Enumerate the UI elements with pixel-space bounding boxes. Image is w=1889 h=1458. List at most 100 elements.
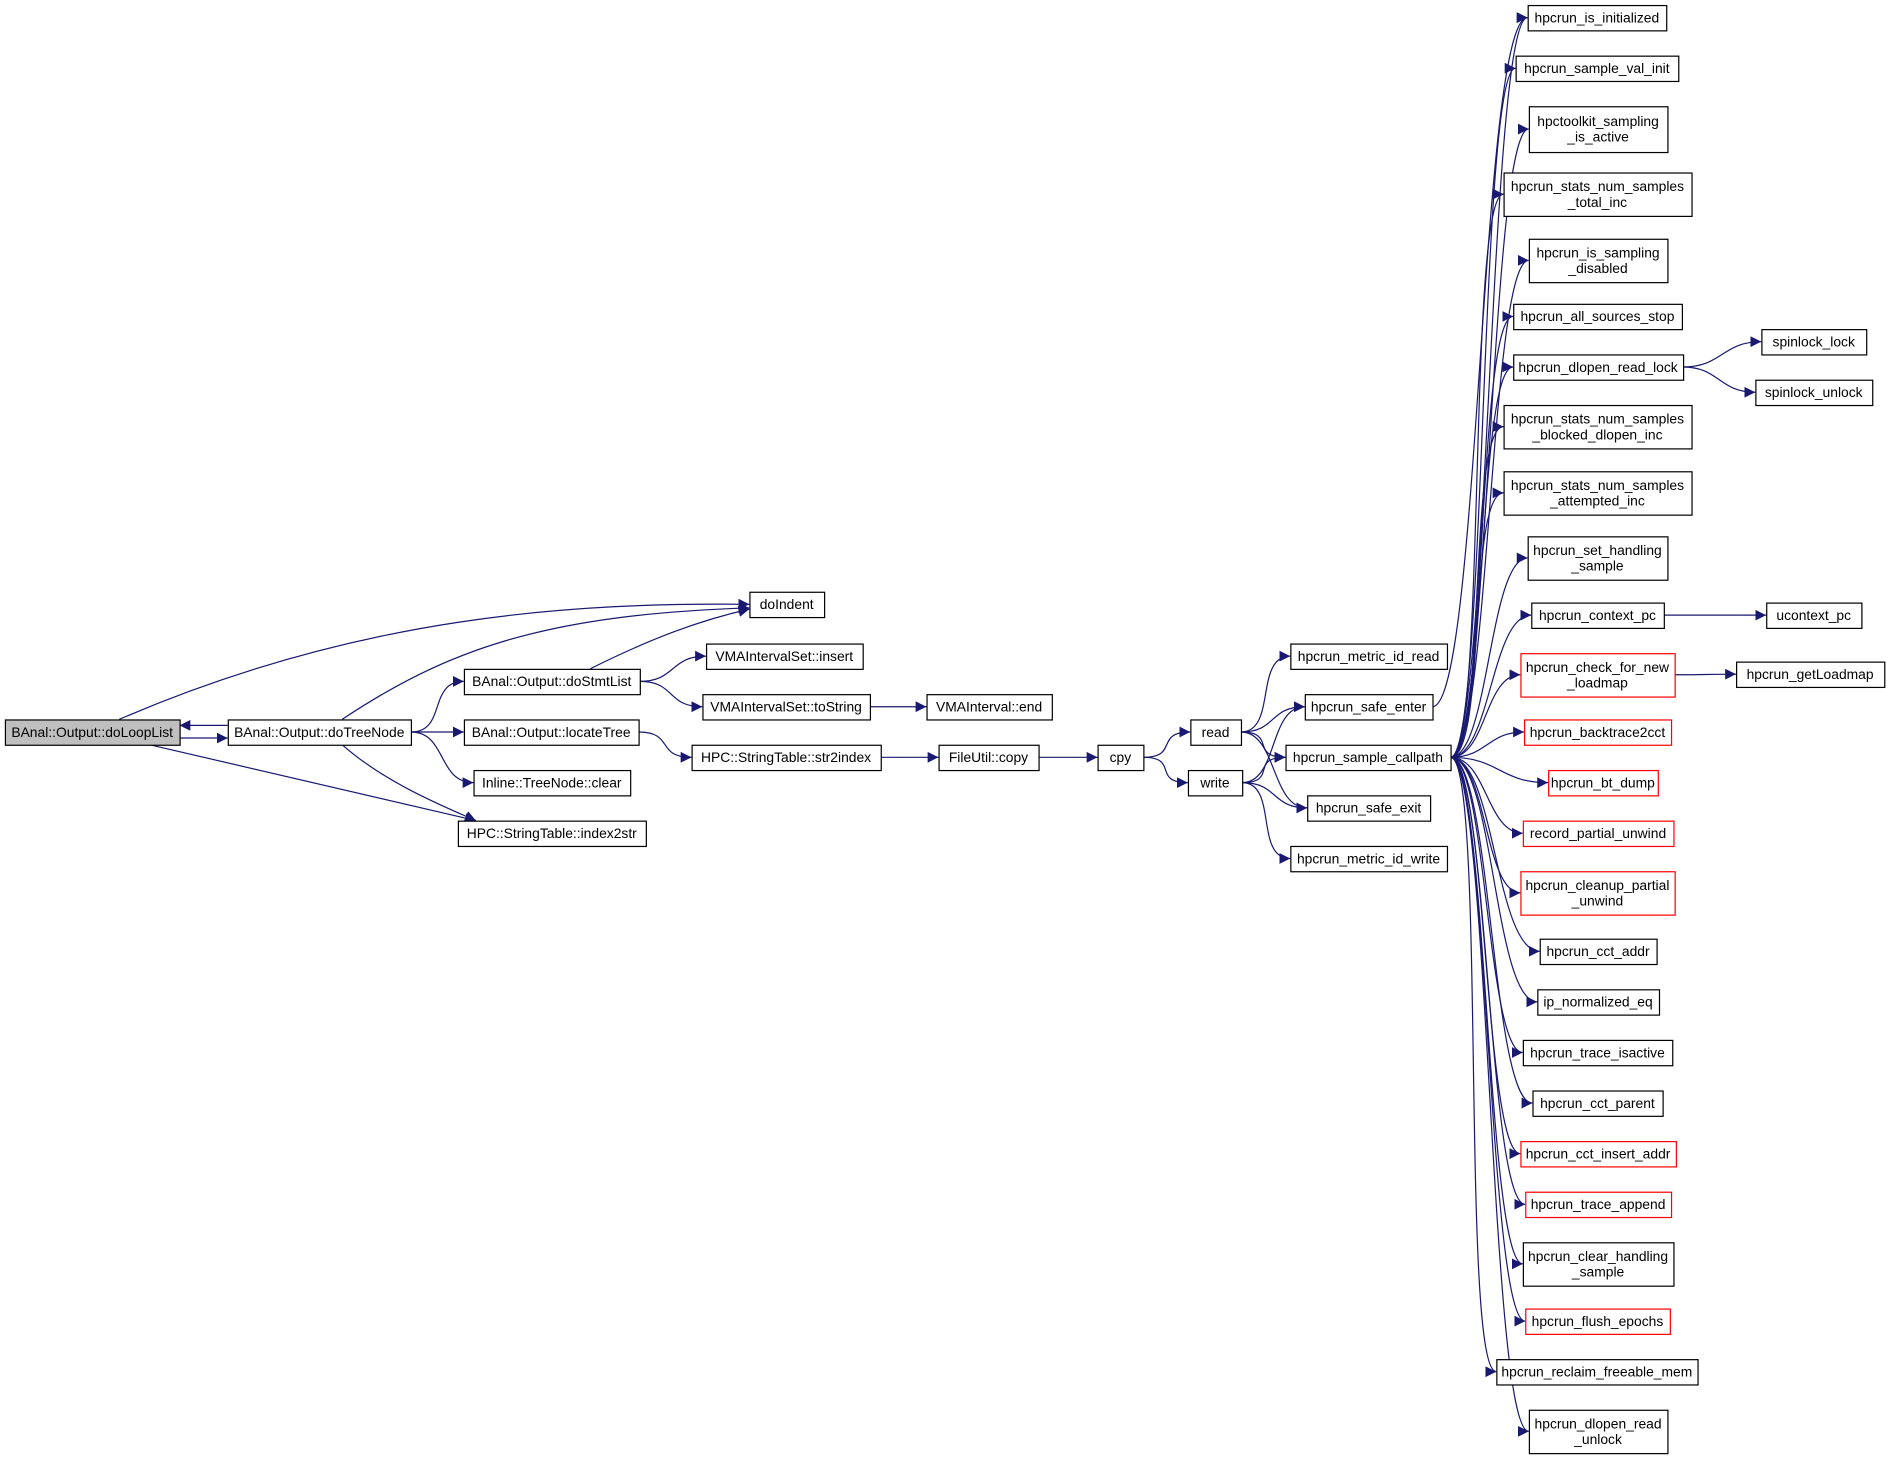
node-write[interactable]: write bbox=[1187, 769, 1244, 797]
node-label-line: BAnal::Output::doLoopList bbox=[11, 724, 173, 740]
node-sampling-active[interactable]: hpctoolkit_sampling_is_active bbox=[1528, 106, 1669, 154]
node-spin-unlock[interactable]: spinlock_unlock bbox=[1755, 379, 1874, 407]
node-label-line: hpcrun_metric_id_read bbox=[1298, 648, 1440, 664]
node-trace-isactive[interactable]: hpcrun_trace_isactive bbox=[1522, 1039, 1674, 1067]
node-index2str[interactable]: HPC::StringTable::index2str bbox=[457, 820, 647, 848]
node-clear-handling[interactable]: hpcrun_clear_handling_sample bbox=[1522, 1242, 1675, 1287]
node-safe-enter[interactable]: hpcrun_safe_enter bbox=[1304, 694, 1434, 721]
edge-write-to-safe-exit bbox=[1242, 782, 1308, 814]
node-total-inc[interactable]: hpcrun_stats_num_samples_total_inc bbox=[1503, 172, 1693, 217]
node-ip-eq[interactable]: ip_normalized_eq bbox=[1537, 989, 1661, 1016]
edge-locate-tree-to-str2index bbox=[638, 731, 692, 763]
node-trace-append[interactable]: hpcrun_trace_append bbox=[1525, 1191, 1673, 1219]
edge-sample-callpath-to-attempted-inc bbox=[1450, 487, 1504, 758]
node-metric-read[interactable]: hpcrun_metric_id_read bbox=[1290, 643, 1449, 670]
node-cpy[interactable]: cpy bbox=[1097, 744, 1145, 772]
node-sample-callpath[interactable]: hpcrun_sample_callpath bbox=[1285, 744, 1452, 772]
node-tree-clear[interactable]: Inline::TreeNode::clear bbox=[473, 769, 632, 797]
node-ucontext-pc[interactable]: ucontext_pc bbox=[1766, 602, 1863, 630]
node-label-line: HPC::StringTable::str2index bbox=[701, 749, 871, 765]
node-bt-dump[interactable]: hpcrun_bt_dump bbox=[1548, 769, 1659, 797]
node-box bbox=[1190, 719, 1243, 746]
node-check-loadmap[interactable]: hpcrun_check_for_new_loadmap bbox=[1520, 653, 1676, 698]
node-label-line: Inline::TreeNode::clear bbox=[482, 774, 622, 790]
node-label-line: hpcrun_clear_handling bbox=[1528, 1248, 1668, 1264]
node-vma-end[interactable]: VMAInterval::end bbox=[926, 694, 1053, 721]
nodes-layer: BAnal::Output::doLoopList BAnal::Output::… bbox=[4, 4, 1886, 1455]
node-label: hpcrun_cct_parent bbox=[1540, 1095, 1655, 1111]
node-cct-parent[interactable]: hpcrun_cct_parent bbox=[1532, 1090, 1664, 1117]
node-label-line: hpcrun_sample_callpath bbox=[1293, 749, 1443, 765]
node-safe-exit[interactable]: hpcrun_safe_exit bbox=[1307, 795, 1432, 822]
node-str2index[interactable]: HPC::StringTable::str2index bbox=[691, 744, 882, 772]
node-reclaim-mem[interactable]: hpcrun_reclaim_freeable_mem bbox=[1496, 1359, 1699, 1386]
node-cleanup-partial[interactable]: hpcrun_cleanup_partial_unwind bbox=[1520, 871, 1676, 916]
node-label: hpcrun_clear_handling_sample bbox=[1528, 1248, 1668, 1280]
node-box bbox=[705, 643, 864, 670]
node-is-init[interactable]: hpcrun_is_initialized bbox=[1527, 4, 1668, 32]
node-sample-val-init[interactable]: hpcrun_sample_val_init bbox=[1515, 55, 1680, 83]
node-label: hpcrun_sample_callpath bbox=[1293, 749, 1443, 765]
node-cct-insert[interactable]: hpcrun_cct_insert_addr bbox=[1520, 1141, 1677, 1168]
node-label-line: ip_normalized_eq bbox=[1543, 994, 1652, 1010]
node-get-loadmap[interactable]: hpcrun_getLoadmap bbox=[1736, 661, 1886, 689]
node-label-line: hpcrun_dlopen_read bbox=[1535, 1415, 1662, 1431]
node-label: BAnal::Output::doTreeNode bbox=[234, 724, 405, 740]
edge-read-to-safe-enter bbox=[1240, 701, 1305, 733]
node-label: hpcrun_is_initialized bbox=[1535, 9, 1660, 25]
edge-sample-callpath-to-blocked-inc bbox=[1450, 421, 1504, 758]
node-set-handling[interactable]: hpcrun_set_handling_sample bbox=[1527, 536, 1669, 581]
node-dlopen-lock[interactable]: hpcrun_dlopen_read_lock bbox=[1513, 354, 1685, 381]
node-sources-stop[interactable]: hpcrun_all_sources_stop bbox=[1513, 303, 1683, 331]
node-box bbox=[1187, 769, 1244, 797]
node-box bbox=[1736, 661, 1886, 689]
edge-do-loop-list-to-index2str bbox=[149, 744, 477, 824]
node-context-pc[interactable]: hpcrun_context_pc bbox=[1531, 602, 1665, 630]
node-flush-epochs[interactable]: hpcrun_flush_epochs bbox=[1525, 1308, 1671, 1335]
node-label-line: hpcrun_cct_parent bbox=[1540, 1095, 1655, 1111]
node-do-stmt-list[interactable]: BAnal::Output::doStmtList bbox=[463, 668, 641, 696]
edge-cpy-to-write bbox=[1143, 756, 1188, 789]
node-sampling-disabled[interactable]: hpcrun_is_sampling_disabled bbox=[1528, 238, 1669, 284]
edge-sample-callpath-to-total-inc bbox=[1450, 188, 1504, 758]
node-box bbox=[691, 744, 882, 772]
node-label: hpcrun_dlopen_read_lock bbox=[1518, 359, 1677, 375]
node-box bbox=[1520, 871, 1676, 916]
node-backtrace2cct[interactable]: hpcrun_backtrace2cct bbox=[1523, 719, 1673, 746]
node-do-tree-node[interactable]: BAnal::Output::doTreeNode bbox=[227, 719, 413, 746]
node-blocked-inc[interactable]: hpcrun_stats_num_samples_blocked_dlopen_… bbox=[1503, 404, 1693, 450]
node-label: BAnal::Output::locateTree bbox=[472, 724, 631, 740]
edge-sample-callpath-to-cct-addr bbox=[1450, 756, 1540, 957]
node-metric-write[interactable]: hpcrun_metric_id_write bbox=[1290, 845, 1449, 873]
node-label: VMAInterval::end bbox=[936, 699, 1042, 715]
node-vma-insert[interactable]: VMAIntervalSet::insert bbox=[705, 643, 864, 670]
node-dlopen-unlock[interactable]: hpcrun_dlopen_read_unlock bbox=[1528, 1409, 1669, 1455]
node-attempted-inc[interactable]: hpcrun_stats_num_samples_attempted_inc bbox=[1503, 471, 1693, 516]
node-box bbox=[1503, 471, 1693, 516]
node-box bbox=[1527, 4, 1668, 32]
node-label: hpcrun_getLoadmap bbox=[1747, 666, 1874, 682]
node-box bbox=[1532, 1090, 1664, 1117]
node-vma-to-string[interactable]: VMAIntervalSet::toString bbox=[702, 694, 872, 721]
node-do-loop-list[interactable]: BAnal::Output::doLoopList bbox=[4, 719, 181, 746]
node-label: hpcrun_set_handling_sample bbox=[1533, 542, 1662, 574]
node-label-line: hpcrun_all_sources_stop bbox=[1520, 308, 1674, 324]
node-record-partial[interactable]: record_partial_unwind bbox=[1522, 820, 1675, 848]
node-label: spinlock_lock bbox=[1773, 334, 1855, 350]
edge-sample-callpath-to-cct-parent bbox=[1450, 756, 1533, 1109]
node-label: hpcrun_sample_val_init bbox=[1524, 60, 1670, 76]
node-box bbox=[1307, 795, 1432, 822]
node-label-line: BAnal::Output::doTreeNode bbox=[234, 724, 405, 740]
node-box bbox=[749, 591, 826, 619]
node-do-indent[interactable]: doIndent bbox=[749, 591, 826, 619]
node-spin-lock[interactable]: spinlock_lock bbox=[1761, 329, 1868, 356]
node-cct-addr[interactable]: hpcrun_cct_addr bbox=[1539, 938, 1658, 966]
node-label: BAnal::Output::doStmtList bbox=[472, 673, 631, 689]
node-label: hpcrun_trace_isactive bbox=[1530, 1044, 1665, 1060]
edge-sample-callpath-to-trace-isactive bbox=[1450, 756, 1523, 1058]
node-locate-tree[interactable]: BAnal::Output::locateTree bbox=[463, 719, 640, 746]
edge-do-stmt-list-to-vma-insert bbox=[639, 650, 706, 683]
node-file-copy[interactable]: FileUtil::copy bbox=[938, 744, 1040, 772]
node-read[interactable]: read bbox=[1190, 719, 1243, 746]
edge-do-tree-node-to-do-stmt-list bbox=[410, 676, 464, 733]
